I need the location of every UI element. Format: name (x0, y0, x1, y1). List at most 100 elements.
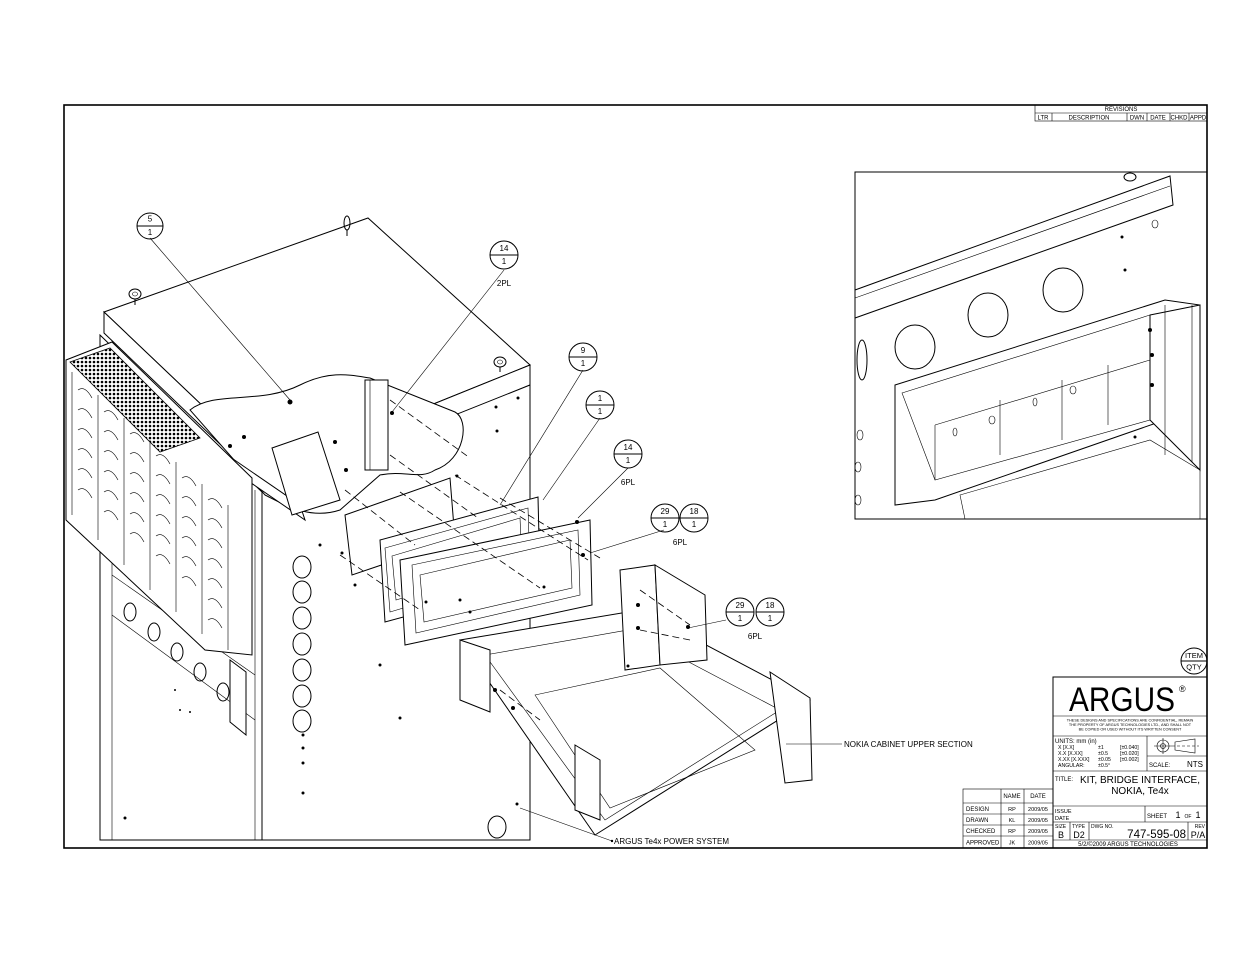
tol-inch: [±0.040] (1120, 745, 1139, 751)
balloon: 18 1 6PL (748, 597, 785, 641)
callout-nokia-upper-section: NOKIA CABINET UPPER SECTION (844, 740, 973, 749)
sheet-of-label: OF (1185, 814, 1192, 820)
tol-mm: ±0.5° (1098, 763, 1110, 769)
signoff-date: 2009/05 (1028, 841, 1048, 847)
balloon: 5 1 (136, 212, 164, 240)
units-label: UNITS: mm (in) (1055, 739, 1097, 745)
confidential-note: BE COPIED OR USED WITHOUT ITS WRITTEN CO… (1079, 728, 1182, 732)
scale-label: SCALE: (1149, 763, 1171, 769)
signoff-header-name: NAME (1003, 794, 1020, 800)
balloon: 29 1 (650, 503, 680, 533)
signoff-date: 2009/05 (1028, 829, 1048, 835)
signoff-table: NAME DATE DESIGN RP 2009/05 DRAWN KL 200… (962, 788, 1054, 849)
size-label: SIZE (1055, 824, 1067, 830)
drawing-title-line1: KIT, BRIDGE INTERFACE, (1080, 775, 1200, 786)
balloon: 18 1 6PL (673, 503, 709, 547)
balloon-item: 18 (766, 601, 775, 610)
signoff-date: 2009/05 (1028, 818, 1048, 824)
balloon-item: 1 (598, 394, 603, 403)
title-block: ARGUS ® THESE DESIGNS AND SPECIFICATIONS… (1052, 676, 1208, 849)
balloon-qty: 1 (598, 407, 603, 416)
projection-symbol-icon (1154, 738, 1199, 754)
balloon-item: 9 (581, 346, 586, 355)
tol-inch: [±0.002] (1120, 757, 1139, 763)
rev-col-ltr: LTR (1038, 116, 1050, 122)
dwg-no-label: DWG NO. (1091, 824, 1114, 830)
tol-mm: ±0.05 (1098, 757, 1111, 763)
balloon-note: 6PL (621, 478, 636, 487)
tol-mm: ±0.5 (1098, 751, 1108, 757)
balloon-qty: 1 (148, 228, 153, 237)
date-label: DATE (1055, 816, 1070, 822)
title-label: TITLE: (1055, 777, 1073, 783)
drawing-number: 747-595-08 (1127, 829, 1186, 841)
signoff-name: RP (1008, 807, 1016, 813)
balloon-qty: 1 (663, 520, 668, 529)
balloon: 9 1 (568, 342, 598, 372)
argus-logo-mark: ® (1179, 684, 1186, 694)
sheet-number: 1 (1175, 810, 1180, 820)
grille-panel (65, 341, 253, 656)
rev-col-date: DATE (1150, 116, 1166, 122)
signoff-name: JK (1009, 841, 1016, 847)
balloon-note: 2PL (497, 279, 512, 288)
callout-argus-power-system: ARGUS Te4x POWER SYSTEM (614, 837, 729, 846)
balloon-item: 29 (661, 507, 670, 516)
revisions-table: REVISIONS LTR DESCRIPTION DWN DATE CHKD … (1034, 104, 1208, 122)
cabinet-upper-section (459, 564, 813, 836)
lifting-eye (343, 215, 351, 236)
balloon-item: 18 (690, 507, 699, 516)
balloon-qty: 1 (692, 520, 697, 529)
tol-mm: ±1 (1098, 745, 1104, 751)
tol-format: X.X [X.XX] (1058, 751, 1083, 757)
balloon: 14 1 2PL (489, 240, 519, 288)
balloon-qty: 1 (581, 359, 586, 368)
balloon: 1 1 (585, 390, 615, 420)
confidential-note: THESE DESIGNS AND SPECIFICATIONS ARE CON… (1067, 719, 1194, 723)
balloon-qty: 1 (738, 614, 743, 623)
rev-col-dwn: DWN (1130, 116, 1144, 122)
balloon-item: 29 (736, 601, 745, 610)
rev-label: REV (1195, 824, 1206, 830)
balloon: 29 1 (725, 597, 755, 627)
scale-value: NTS (1187, 760, 1203, 769)
signoff-role: APPROVED (966, 841, 1000, 847)
sheet-label: SHEET (1147, 814, 1167, 820)
rev-col-appd: APPD (1190, 116, 1207, 122)
tol-inch: [±0.020] (1120, 751, 1139, 757)
signoff-header-date: DATE (1030, 794, 1046, 800)
signoff-role: DRAWN (966, 818, 988, 824)
signoff-name: KL (1009, 818, 1016, 824)
main-exploded-view (65, 215, 842, 843)
argus-logo: ARGUS (1069, 681, 1175, 719)
signoff-date: 2009/05 (1028, 807, 1048, 813)
balloon: 14 1 6PL (613, 439, 643, 487)
tol-format: ANGULAR: (1058, 763, 1085, 769)
legend-item: ITEM (1185, 651, 1203, 660)
type-label: TYPE (1072, 824, 1086, 830)
balloon-qty: 1 (626, 456, 631, 465)
confidential-note: THE PROPERTY OF ARGUS TECHNOLOGIES LTD.,… (1069, 723, 1192, 727)
revisions-title: REVISIONS (1105, 107, 1138, 113)
lifting-eye (128, 288, 142, 305)
issue-label: ISSUE (1055, 809, 1072, 815)
balloon-qty: 1 (502, 257, 507, 266)
signoff-role: DESIGN (966, 807, 989, 813)
balloon-note: 6PL (673, 538, 688, 547)
tol-format: X.XX [X.XXX] (1058, 757, 1090, 763)
rev-col-description: DESCRIPTION (1068, 116, 1109, 122)
lifting-eye (493, 356, 507, 372)
balloon-item: 5 (148, 215, 153, 224)
title-block-footer: 5/2/©2009 ARGUS TECHNOLOGIES (1078, 841, 1178, 848)
legend-qty: QTY (1186, 663, 1201, 672)
size-value: B (1058, 830, 1064, 840)
item-qty-legend: ITEM QTY (1180, 647, 1208, 675)
type-value: D2 (1073, 830, 1085, 840)
balloon-item: 14 (500, 244, 509, 253)
rev-col-chkd: CHKD (1170, 116, 1188, 122)
balloon-qty: 1 (768, 614, 773, 623)
drawing-title-line2: NOKIA, Te4x (1111, 786, 1169, 797)
tol-format: X [X.X] (1058, 745, 1075, 751)
rev-value: P/A (1191, 830, 1206, 840)
